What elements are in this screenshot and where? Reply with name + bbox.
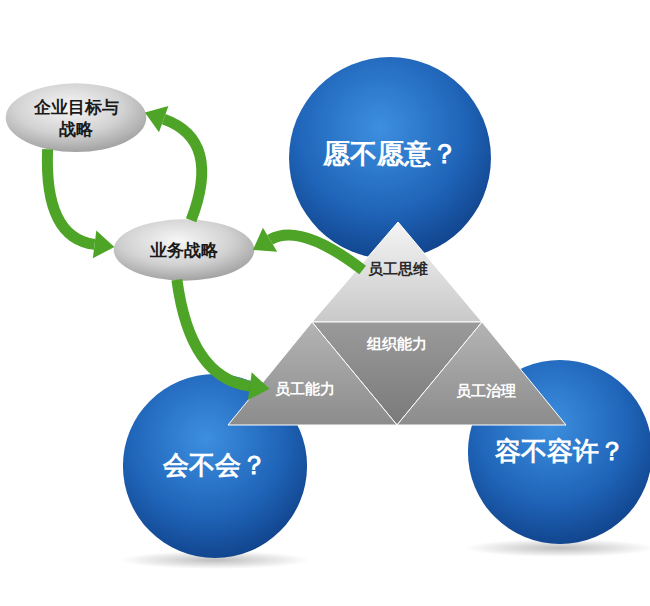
ellipse-shape bbox=[5, 83, 147, 152]
circle-fill bbox=[289, 57, 491, 259]
arrow-head bbox=[253, 228, 277, 252]
node-text: 员工能力 bbox=[275, 380, 335, 400]
strategy-ellipse: 企业目标与 战略 bbox=[5, 83, 147, 152]
node-text: 愿不愿意？ bbox=[323, 136, 458, 171]
arrow-body bbox=[47, 149, 94, 244]
ellipse-fill bbox=[114, 219, 255, 280]
arrow-body bbox=[177, 280, 250, 386]
pyramid-label: 员工治理 bbox=[452, 380, 520, 404]
node-text: 员工思维 bbox=[368, 260, 428, 280]
curved-arrow bbox=[47, 149, 114, 258]
pyramid-label: 组织能力 bbox=[363, 333, 431, 357]
node-text: 会不会？ bbox=[163, 449, 267, 483]
node-text: 企业目标与 战略 bbox=[28, 96, 124, 140]
circle-fill bbox=[123, 374, 307, 558]
arrow-head bbox=[248, 372, 270, 400]
arrow-body bbox=[164, 119, 202, 220]
node-text: 容不容许？ bbox=[495, 435, 625, 469]
node-text: 员工治理 bbox=[456, 382, 516, 402]
node-text: 业务战略 bbox=[150, 239, 218, 261]
pyramid-label: 员工能力 bbox=[271, 378, 339, 402]
arrow-head bbox=[145, 106, 169, 132]
pyramid-label: 员工思维 bbox=[364, 258, 432, 282]
node-text: 组织能力 bbox=[367, 335, 427, 355]
arrow-head bbox=[93, 231, 115, 259]
ellipse-fill bbox=[6, 84, 147, 153]
circle-fill bbox=[468, 360, 650, 544]
curved-arrow bbox=[145, 106, 202, 220]
strategy-ellipse: 业务战略 bbox=[113, 219, 255, 281]
question-circle: 愿不愿意？ bbox=[288, 56, 492, 260]
